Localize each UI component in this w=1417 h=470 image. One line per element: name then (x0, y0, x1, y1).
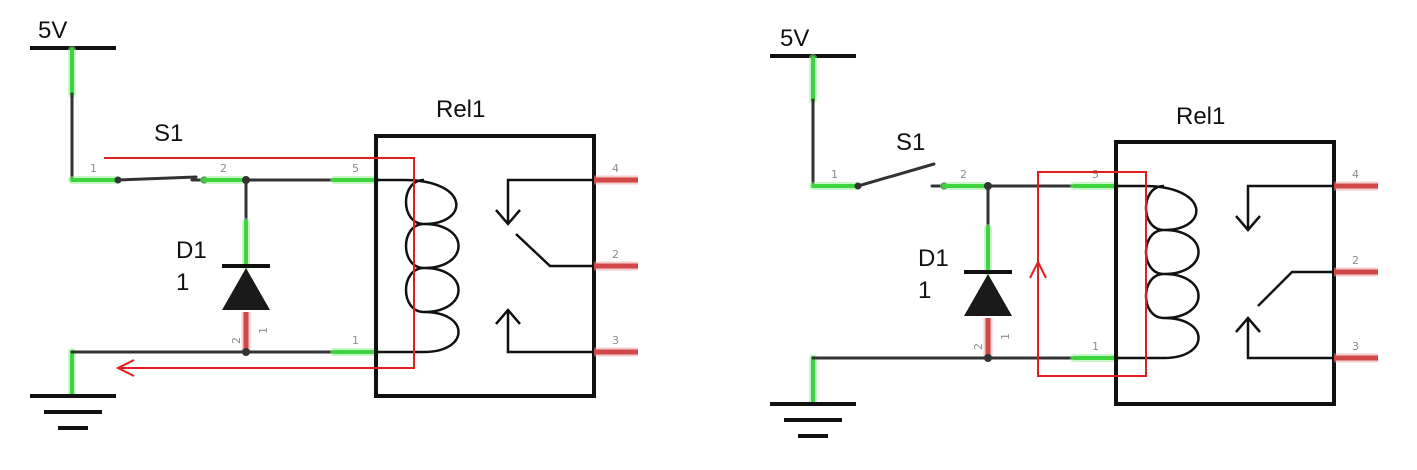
diode-pin-1-label: 1 (999, 333, 1012, 340)
current-path (104, 157, 415, 369)
circuit-right: 5V 1 S1 2 5 2 1 D1 1 (770, 25, 1378, 438)
contact-bottom-arrow (1235, 316, 1261, 333)
contact-no-top (1246, 184, 1334, 228)
contact-top-arrow (1235, 215, 1261, 232)
diode-value: 1 (918, 277, 931, 304)
contact-common (1257, 270, 1334, 307)
circuit-left: 5V 1 S1 2 5 2 1 D1 1 (30, 17, 638, 430)
relay-label: Rel1 (436, 96, 485, 123)
relay-coil (376, 178, 460, 354)
switch-pin-2-label: 2 (960, 168, 967, 181)
supply-label: 5V (780, 25, 809, 52)
current-loop (1037, 171, 1147, 377)
switch-pin-1-label: 1 (831, 168, 838, 181)
relay-pin-4-label: 4 (1352, 168, 1359, 181)
contact-top-arrow (495, 209, 521, 226)
relay-coil (1116, 184, 1200, 360)
relay-pin-4-label: 4 (612, 162, 619, 175)
switch-pin-1-label: 1 (90, 162, 97, 175)
relay-pin-1-label: 1 (1092, 340, 1099, 353)
junction-bottom (984, 354, 992, 362)
relay-pin-3-label: 3 (1352, 340, 1359, 353)
switch-label: S1 (896, 129, 925, 156)
contact-common (515, 233, 594, 268)
relay-label: Rel1 (1176, 103, 1225, 130)
diode-pin-2-label: 2 (972, 343, 985, 350)
diode-label: D1 (918, 245, 949, 272)
relay-pin-2-label: 2 (612, 248, 619, 261)
switch-lever (856, 162, 936, 188)
diode-pin-2-label: 2 (230, 337, 243, 344)
relay-pin-5-label: 5 (1092, 168, 1099, 181)
switch-label: S1 (154, 120, 183, 147)
diode-symbol (222, 268, 270, 310)
supply-label: 5V (38, 17, 67, 44)
contact-no-top (506, 178, 594, 222)
contact-nc-bottom (506, 310, 594, 354)
current-loop-arrow (1029, 259, 1047, 279)
diode-symbol (964, 274, 1012, 316)
relay-pin-2-label: 2 (1352, 254, 1359, 267)
diode-value: 1 (176, 269, 189, 296)
contact-nc-bottom (1246, 318, 1334, 360)
relay-pin-1-label: 1 (352, 334, 359, 347)
contact-bottom-arrow (495, 308, 521, 325)
relay-pin-5-label: 5 (352, 162, 359, 175)
switch-lever (116, 175, 198, 182)
junction-bottom (242, 348, 250, 356)
diode-pin-1-label: 1 (257, 327, 270, 334)
relay-pin-3-label: 3 (612, 334, 619, 347)
switch-pin-2-label: 2 (220, 162, 227, 175)
diode-label: D1 (176, 237, 207, 264)
current-path-arrow (115, 359, 135, 377)
